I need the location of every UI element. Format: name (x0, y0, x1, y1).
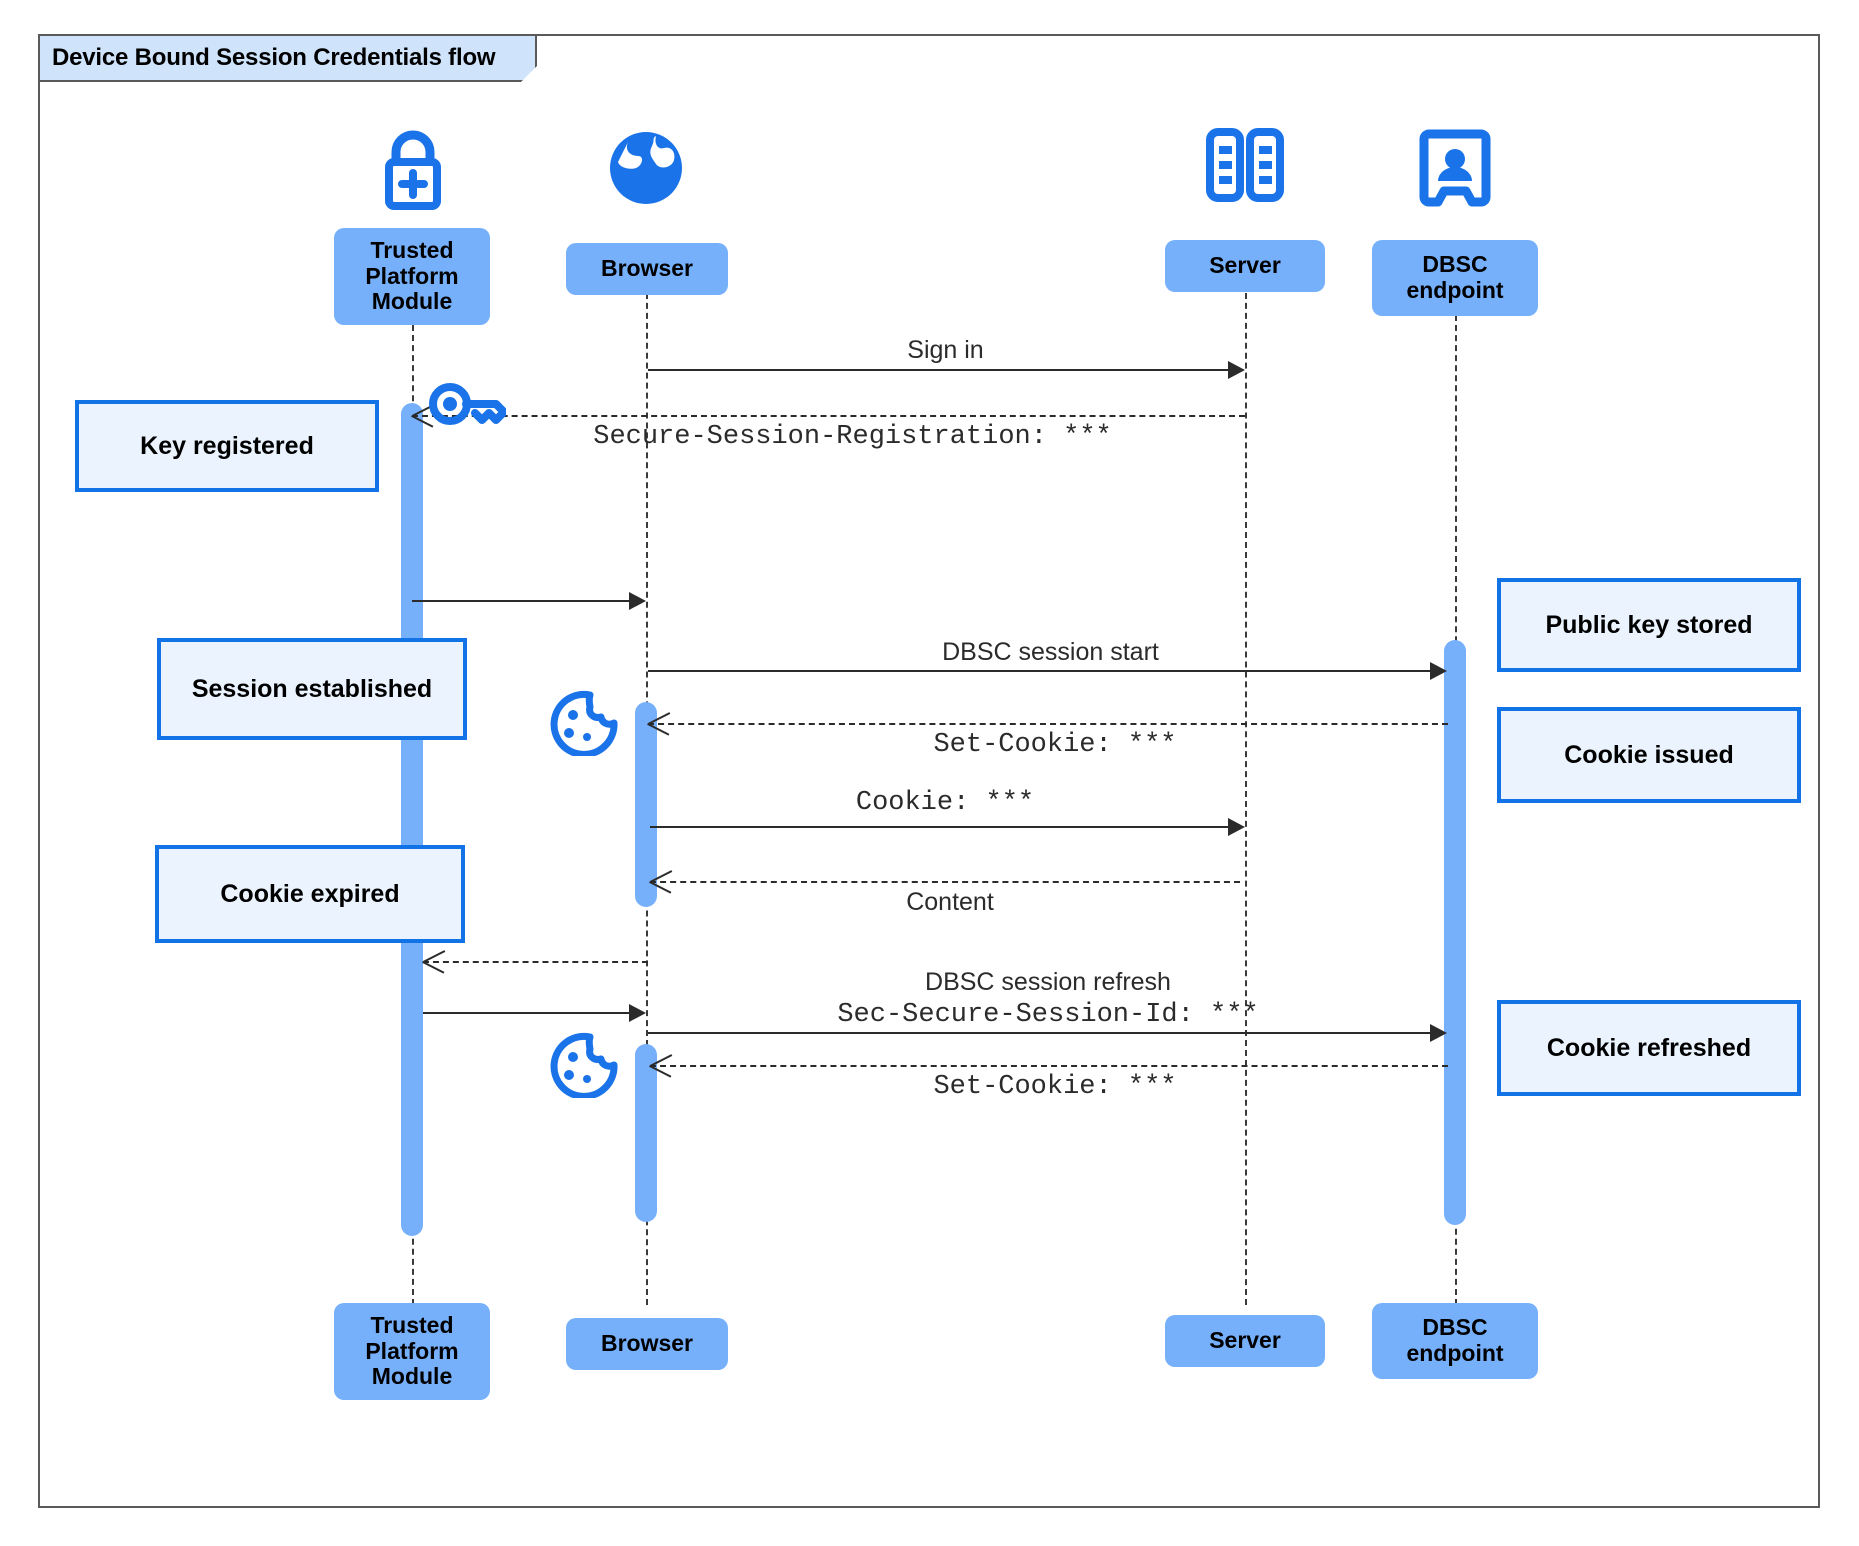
participant-box-dbsc-top[interactable]: DBSC endpoint (1372, 240, 1538, 316)
note-text: Key registered (140, 431, 314, 460)
id-badge-icon (1419, 128, 1491, 208)
message-label-sec-secure-session-id: Sec-Secure-Session-Id: *** (837, 1000, 1259, 1030)
note-text: Cookie expired (220, 879, 400, 908)
activation-bar-dbsc (1444, 640, 1466, 1225)
message-label-secure-session-registration: Secure-Session-Registration: *** (593, 422, 1112, 452)
activation-bar-browser-2 (635, 1044, 657, 1222)
message-label-cookie: Cookie: *** (855, 788, 1035, 818)
participant-box-server-top[interactable]: Server (1165, 240, 1325, 292)
note-cookie-issued: Cookie issued (1497, 707, 1801, 803)
note-text: Session established (191, 674, 433, 703)
globe-icon (604, 128, 688, 208)
participant-box-server-bottom[interactable]: Server (1165, 1315, 1325, 1367)
arrowhead-right (1228, 818, 1245, 836)
message-line-set-cookie-2 (650, 1065, 1448, 1067)
arrowhead-right (1430, 1024, 1447, 1042)
note-text: Cookie issued (1564, 740, 1734, 769)
cookie-icon (549, 690, 619, 756)
message-line-tpm-to-browser-2 (423, 1012, 636, 1014)
message-label-dbsc-session-start: DBSC session start (942, 638, 1159, 666)
message-line-dbsc-session-start (648, 670, 1438, 672)
activation-bar-tpm (401, 403, 423, 1236)
participant-box-browser-top[interactable]: Browser (566, 243, 728, 295)
frame-title-tab: Device Bound Session Credentials flow (40, 36, 538, 82)
participant-label: Trusted Platform Module (365, 236, 459, 315)
message-label-sign-in: Sign in (907, 336, 984, 364)
message-line-set-cookie-1 (648, 723, 1448, 725)
arrowhead-right (629, 592, 646, 610)
message-line-cookie (650, 826, 1236, 828)
note-text: Cookie refreshed (1546, 1033, 1752, 1062)
participant-box-tpm-bottom[interactable]: Trusted Platform Module (334, 1303, 490, 1400)
participant-box-dbsc-bottom[interactable]: DBSC endpoint (1372, 1303, 1538, 1379)
note-cookie-refreshed: Cookie refreshed (1497, 1000, 1801, 1096)
cookie-icon (549, 1032, 619, 1098)
note-text: Public key stored (1545, 610, 1753, 639)
participant-label: Trusted Platform Module (365, 1311, 459, 1390)
arrowhead-left-open (423, 950, 445, 972)
message-label-dbsc-session-refresh: DBSC session refresh (925, 968, 1171, 996)
note-public-key-stored: Public key stored (1497, 578, 1801, 672)
message-label-set-cookie-2: Set-Cookie: *** (933, 1072, 1177, 1102)
activation-bar-browser-1 (635, 702, 657, 907)
note-session-established: Session established (157, 638, 467, 740)
message-line-sign-in (648, 369, 1236, 371)
message-label-content: Content (906, 888, 994, 916)
message-line-secure-session-registration (412, 415, 1245, 417)
participant-label: Server (1209, 1327, 1281, 1354)
message-line-tpm-to-browser-1 (412, 600, 636, 602)
participant-label: Server (1209, 252, 1281, 279)
message-line-content (650, 881, 1240, 883)
participant-box-tpm-top[interactable]: Trusted Platform Module (334, 228, 490, 325)
arrowhead-right (1430, 662, 1447, 680)
note-cookie-expired: Cookie expired (155, 845, 465, 943)
participant-label: DBSC endpoint (1406, 251, 1504, 303)
note-key-registered: Key registered (75, 400, 379, 492)
participant-label: DBSC endpoint (1406, 1314, 1504, 1366)
arrowhead-right (629, 1004, 646, 1022)
participant-label: Browser (600, 1330, 694, 1357)
message-line-dbsc-session-refresh (648, 1032, 1438, 1034)
arrowhead-right (1228, 361, 1245, 379)
participant-box-browser-bottom[interactable]: Browser (566, 1318, 728, 1370)
message-line-browser-to-tpm (423, 961, 648, 963)
frame-title-text: Device Bound Session Credentials flow (40, 36, 538, 82)
message-label-set-cookie-1: Set-Cookie: *** (933, 730, 1177, 760)
server-rack-icon (1203, 128, 1287, 204)
participant-label: Browser (600, 255, 694, 282)
lock-plus-icon (370, 128, 456, 210)
key-icon (428, 378, 506, 430)
lifeline-server (1245, 283, 1247, 1305)
